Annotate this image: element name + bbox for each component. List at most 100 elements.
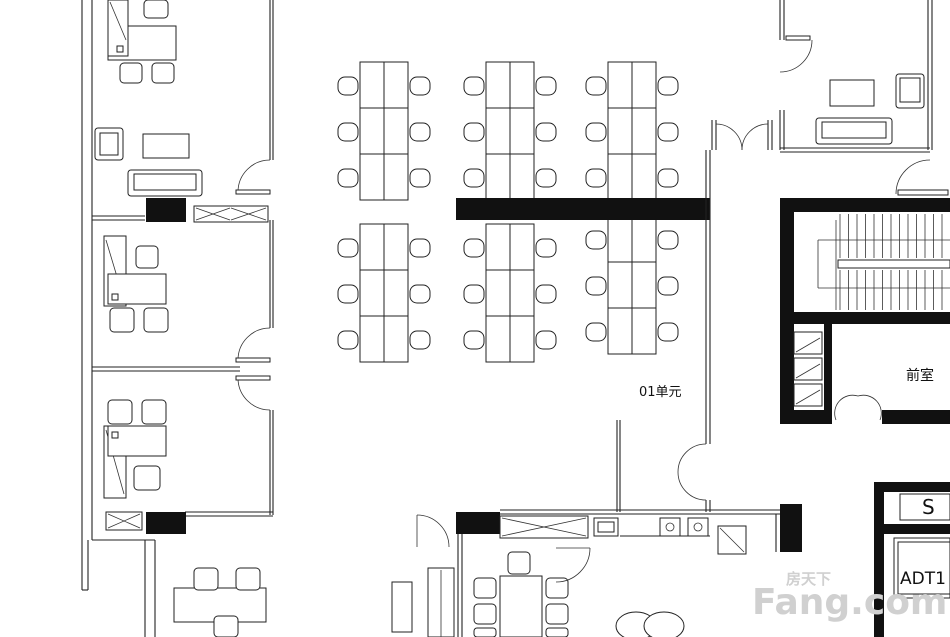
office-chair bbox=[585, 168, 607, 188]
office-chair bbox=[657, 276, 679, 296]
desk bbox=[485, 315, 511, 363]
desk bbox=[607, 307, 633, 355]
desk bbox=[359, 223, 385, 271]
office-chair bbox=[657, 230, 679, 250]
door-swing bbox=[895, 159, 931, 195]
meeting-room bbox=[427, 534, 685, 637]
workstation-clusters bbox=[337, 61, 679, 363]
wall-column bbox=[146, 512, 186, 534]
desk bbox=[509, 315, 535, 363]
office-chair bbox=[409, 330, 431, 350]
desk bbox=[485, 223, 511, 271]
office-chair bbox=[535, 76, 557, 96]
desk bbox=[509, 223, 535, 271]
desk bbox=[631, 153, 657, 201]
desk bbox=[485, 61, 511, 109]
watermark-logo: Fang.com bbox=[752, 582, 947, 623]
structural-beam bbox=[456, 198, 710, 220]
office-chair bbox=[535, 330, 557, 350]
office-chair bbox=[657, 322, 679, 342]
desk bbox=[485, 269, 511, 317]
desk bbox=[383, 61, 409, 109]
office-chair bbox=[535, 168, 557, 188]
elevator-label: ADT1 bbox=[900, 569, 946, 589]
office-chair bbox=[463, 122, 485, 142]
office-chair bbox=[657, 122, 679, 142]
office-chair bbox=[585, 76, 607, 96]
office-chair bbox=[337, 168, 359, 188]
desk bbox=[359, 61, 385, 109]
stair-core bbox=[780, 198, 950, 424]
desk bbox=[383, 315, 409, 363]
desk bbox=[509, 153, 535, 201]
desk bbox=[359, 107, 385, 155]
desk bbox=[509, 107, 535, 155]
office-chair bbox=[337, 238, 359, 258]
office-room-1 bbox=[94, 0, 203, 197]
wall-column bbox=[780, 504, 802, 552]
stair-label: S bbox=[922, 495, 935, 519]
desk bbox=[607, 215, 633, 263]
office-chair bbox=[535, 284, 557, 304]
office-chair bbox=[463, 168, 485, 188]
watermark-subtitle: 房天下 bbox=[786, 570, 831, 588]
wall-column bbox=[146, 198, 186, 222]
desk bbox=[631, 215, 657, 263]
front-room-label: 前室 bbox=[906, 367, 934, 384]
desk bbox=[485, 107, 511, 155]
office-room-top-right bbox=[779, 0, 933, 153]
stair-treads bbox=[839, 214, 943, 310]
office-chair bbox=[337, 330, 359, 350]
pantry-counter bbox=[593, 517, 747, 555]
office-chair bbox=[409, 284, 431, 304]
desk bbox=[383, 153, 409, 201]
office-chair bbox=[409, 168, 431, 188]
desk bbox=[359, 269, 385, 317]
office-chair bbox=[535, 122, 557, 142]
office-chair bbox=[585, 322, 607, 342]
unit-label: 01单元 bbox=[639, 385, 682, 400]
office-chair bbox=[657, 76, 679, 96]
office-chair bbox=[409, 122, 431, 142]
office-chair bbox=[409, 238, 431, 258]
office-chair bbox=[463, 238, 485, 258]
office-chair bbox=[409, 76, 431, 96]
shaft-cabinets bbox=[793, 331, 882, 421]
desk bbox=[631, 307, 657, 355]
desk bbox=[383, 107, 409, 155]
desk bbox=[631, 61, 657, 109]
desk bbox=[607, 107, 633, 155]
office-chair bbox=[337, 76, 359, 96]
desk bbox=[359, 153, 385, 201]
left-outer-wall bbox=[81, 0, 156, 637]
office-chair bbox=[585, 230, 607, 250]
desk bbox=[607, 153, 633, 201]
door-leaf bbox=[897, 189, 949, 196]
office-chair bbox=[585, 122, 607, 142]
office-chair bbox=[463, 76, 485, 96]
office-chair bbox=[585, 276, 607, 296]
desk bbox=[607, 61, 633, 109]
office-room-2 bbox=[103, 235, 169, 333]
office-chair bbox=[657, 168, 679, 188]
desk bbox=[631, 261, 657, 309]
meeting-table-bottom-left bbox=[173, 567, 413, 637]
office-chair bbox=[463, 284, 485, 304]
desk bbox=[509, 61, 535, 109]
desk bbox=[631, 107, 657, 155]
office-partitions bbox=[92, 0, 274, 517]
desk bbox=[359, 315, 385, 363]
desk bbox=[607, 261, 633, 309]
elevator-core bbox=[874, 482, 950, 637]
office-chair bbox=[337, 122, 359, 142]
wall-column bbox=[456, 512, 500, 534]
office-chair bbox=[463, 330, 485, 350]
right-corridor-walls bbox=[500, 120, 780, 552]
desk bbox=[383, 269, 409, 317]
office-chair bbox=[337, 284, 359, 304]
desk bbox=[383, 223, 409, 271]
storage-cabinets bbox=[105, 205, 589, 539]
desk bbox=[509, 269, 535, 317]
desk bbox=[485, 153, 511, 201]
